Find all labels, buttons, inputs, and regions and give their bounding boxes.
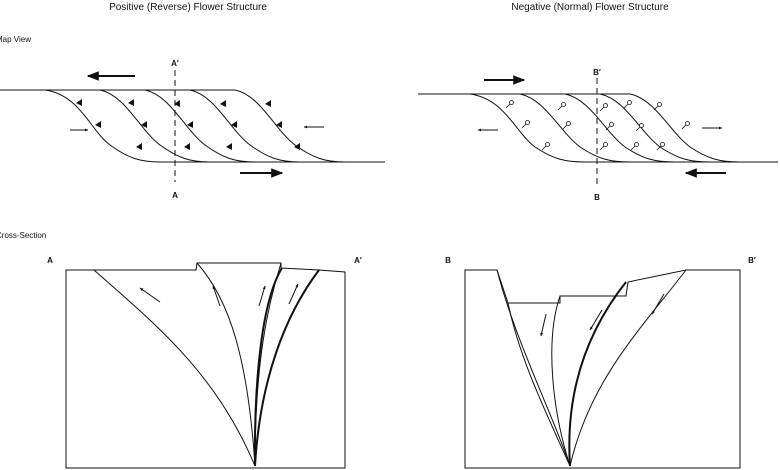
label-a-prime-map: A′ bbox=[171, 59, 179, 68]
fault-trace-boundary-right bbox=[418, 93, 778, 163]
fault-outer-right bbox=[254, 269, 320, 467]
map-view-negative: B′ B bbox=[418, 68, 778, 202]
label-b-cs: B bbox=[445, 256, 451, 265]
arrow-subside-1 bbox=[540, 313, 547, 337]
label-b-prime-cs: B′ bbox=[748, 256, 756, 265]
arrow-uplift-3 bbox=[258, 285, 266, 307]
fault-outer-left bbox=[93, 269, 256, 467]
fault-trace-r2 bbox=[564, 93, 676, 163]
arrow-subside-2 bbox=[589, 309, 603, 331]
fault-trace-2 bbox=[144, 89, 256, 163]
title-negative-flower: Negative (Normal) Flower Structure bbox=[511, 2, 669, 13]
fault-trace-4 bbox=[189, 89, 301, 163]
section-map-view: Map View bbox=[0, 35, 31, 44]
fault-trace-r1 bbox=[519, 93, 631, 163]
arrow-uplift-1 bbox=[139, 287, 161, 303]
label-b-prime-map: B′ bbox=[593, 68, 601, 77]
arrow-uplift-2 bbox=[212, 285, 221, 307]
fault-main-right-cs bbox=[568, 281, 627, 467]
fault-trace-3 bbox=[45, 89, 346, 163]
label-a-map: A bbox=[172, 191, 178, 200]
title-positive-flower: Positive (Reverse) Flower Structure bbox=[109, 2, 267, 13]
fault-trace-r3 bbox=[470, 93, 741, 163]
fault-main-right bbox=[253, 267, 283, 467]
label-a-prime-cs: A′ bbox=[354, 256, 362, 265]
normal-fault-ticks bbox=[505, 100, 690, 151]
thrust-teeth bbox=[76, 99, 300, 150]
fault-trace-1 bbox=[99, 89, 211, 163]
cross-section-negative: B B′ bbox=[445, 256, 756, 469]
section-cross-section: Cross-Section bbox=[0, 231, 46, 240]
fault-outer-right-cs bbox=[569, 269, 687, 467]
fault-graben-right bbox=[551, 295, 571, 467]
label-b-map: B bbox=[594, 193, 600, 202]
arrow-uplift-4 bbox=[288, 283, 299, 305]
fault-trace-boundary bbox=[0, 89, 385, 163]
fault-trace-r4 bbox=[599, 93, 711, 163]
fault-inner-left-right bbox=[507, 302, 571, 467]
map-view-positive: A′ A bbox=[0, 59, 385, 200]
section-outline-right bbox=[464, 269, 741, 469]
cross-section-positive: A A′ bbox=[47, 256, 362, 469]
fault-outer-left-right bbox=[496, 269, 571, 467]
fault-wedge-left bbox=[196, 262, 256, 467]
label-a-cs: A bbox=[47, 256, 53, 265]
arrow-subside-3 bbox=[651, 293, 665, 315]
